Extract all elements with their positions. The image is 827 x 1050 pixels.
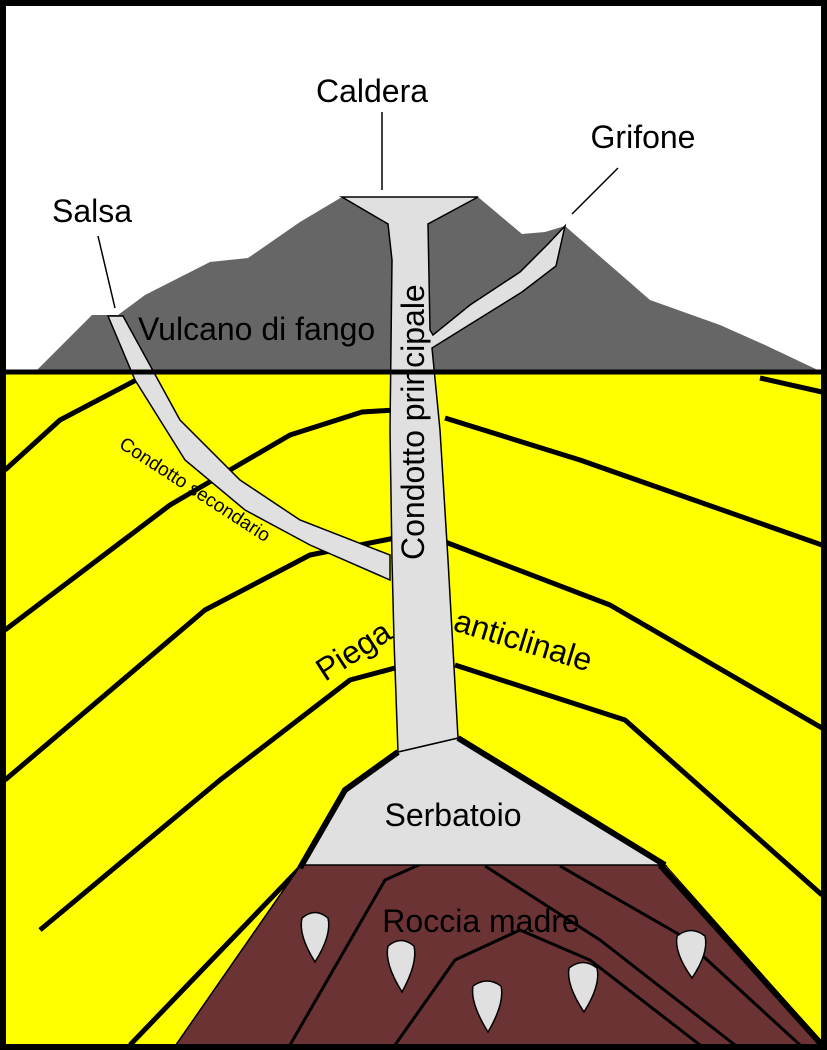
salsa-leader xyxy=(97,235,116,309)
droplet-3 xyxy=(471,980,503,1034)
fold-layer-5 xyxy=(128,866,302,1045)
fold-layer-3b xyxy=(439,537,822,731)
fold-layer-2 xyxy=(5,407,396,632)
reservoir-right-outline xyxy=(456,735,667,868)
bedrock-lines xyxy=(175,865,802,1045)
fold-layer-1b xyxy=(759,375,822,395)
reservoir-left-outline xyxy=(297,749,400,870)
droplet-1 xyxy=(300,911,330,964)
bedrock-right-edge xyxy=(657,862,825,1048)
fold-layer-1 xyxy=(5,375,142,472)
label-roccia-madre: Roccia madre xyxy=(382,903,579,939)
fold-layers xyxy=(5,375,822,1045)
droplet-5 xyxy=(675,929,707,980)
fluid-droplets xyxy=(300,911,707,1034)
label-caldera: Caldera xyxy=(316,73,428,109)
fold-layer-2b xyxy=(444,415,822,548)
secondary-conduit xyxy=(106,315,391,582)
label-serbatoio: Serbatoio xyxy=(385,797,522,833)
grifone-leader xyxy=(571,167,619,215)
main-conduit xyxy=(339,196,567,753)
leader-lines xyxy=(97,112,619,309)
label-salsa: Salsa xyxy=(52,193,132,229)
label-condotto-principale: Condotto principale xyxy=(395,284,431,560)
fold-layer-4b xyxy=(454,662,822,897)
bedrock xyxy=(175,865,822,1045)
label-grifone: Grifone xyxy=(591,119,696,155)
fold-layer-4 xyxy=(38,665,396,932)
label-vulcano: Vulcano di fango xyxy=(138,311,375,347)
droplet-4 xyxy=(567,961,599,1014)
droplet-2 xyxy=(386,939,416,994)
